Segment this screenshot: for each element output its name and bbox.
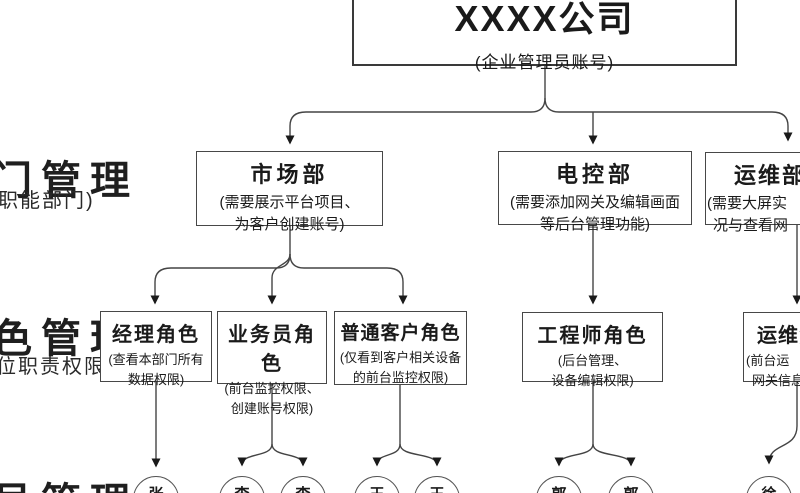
role-common-customer-desc-line1: (仅看到客户相关设备 <box>339 350 462 365</box>
role-salesperson-title: 业务员角色 <box>228 324 316 375</box>
role-engineer-desc-line1: (后台管理、 <box>557 353 628 368</box>
account-circle-guo-1: 郭 <box>536 476 582 493</box>
dept-marketing-desc-line1: (需要展示平台项目、 <box>219 194 360 211</box>
role-common-customer-title: 普通客户角色 <box>340 323 461 344</box>
dept-operations-desc-line2: 况与查看网 <box>713 216 789 234</box>
role-salesperson-box: 业务员角色 (前台监控权限、 创建账号权限) <box>217 311 327 416</box>
account-circle-xu: 徐 <box>746 476 792 493</box>
role-manager-desc-line2: 数据权限) <box>127 371 185 387</box>
role-operations-desc-line1: (前台运 <box>746 353 790 368</box>
dept-electric-control-desc-line1: (需要添加网关及编辑画面 <box>510 194 680 211</box>
dept-electric-control-box: 电控部 (需要添加网关及编辑画面 等后台管理功能) <box>498 151 692 233</box>
role-manager-box: 经理角色 (查看本部门所有 数据权限) <box>100 311 212 387</box>
role-salesperson-desc-line1: (前台监控权限、 <box>224 381 320 396</box>
company-subtitle: (企业管理员账号) <box>474 53 615 72</box>
account-circle-li-2: 李 <box>280 476 326 493</box>
dept-operations-desc-line1: (需要大屏实 <box>707 195 787 212</box>
account-circle-zhang: 张 <box>133 476 179 493</box>
account-circle-wang-2: 王 <box>414 476 460 493</box>
role-operations-title: 运维角色 <box>757 325 800 347</box>
company-title: XXXX公司 <box>454 0 635 39</box>
account-circle-li-1: 李 <box>219 476 265 493</box>
account-circle-wang-1: 王 <box>354 476 400 493</box>
dept-marketing-desc-line2: 为客户创建账号) <box>234 215 345 233</box>
role-manager-title: 经理角色 <box>112 324 200 346</box>
role-operations-box: 运维角色 (前台运 网关信息 <box>743 312 800 388</box>
dept-operations-title: 运维部 <box>734 163 800 188</box>
account-circle-guo-2: 郭 <box>608 476 654 493</box>
section-label-department-management: 门管理 <box>0 159 139 203</box>
role-common-customer-box: 普通客户角色 (仅看到客户相关设备 的前台监控权限) <box>334 311 467 385</box>
role-common-customer-desc-line2: 的前台监控权限) <box>352 369 449 385</box>
dept-electric-control-desc-line2: 等后台管理功能) <box>540 215 650 233</box>
role-operations-desc-line2: 网关信息 <box>752 372 800 388</box>
role-engineer-title: 工程师角色 <box>537 325 648 347</box>
company-root-box: XXXX公司 (企业管理员账号) <box>352 0 737 72</box>
dept-electric-control-title: 电控部 <box>555 162 634 187</box>
role-engineer-box: 工程师角色 (后台管理、 设备编辑权限) <box>522 312 663 388</box>
dept-marketing-title: 市场部 <box>250 162 329 187</box>
role-engineer-desc-line2: 设备编辑权限) <box>551 372 634 388</box>
section-label-account-management: 号管理 <box>0 470 139 493</box>
dept-marketing-box: 市场部 (需要展示平台项目、 为客户创建账号) <box>196 151 383 233</box>
section-sublabel-department-management: 职能部门) <box>0 190 95 212</box>
section-sublabel-role-management: 位职责权限) <box>0 356 115 378</box>
dept-operations-box: 运维部 (需要大屏实 况与查看网 <box>705 152 800 234</box>
role-salesperson-desc-line2: 创建账号权限) <box>230 400 314 416</box>
role-manager-desc-line1: (查看本部门所有 <box>108 352 204 367</box>
